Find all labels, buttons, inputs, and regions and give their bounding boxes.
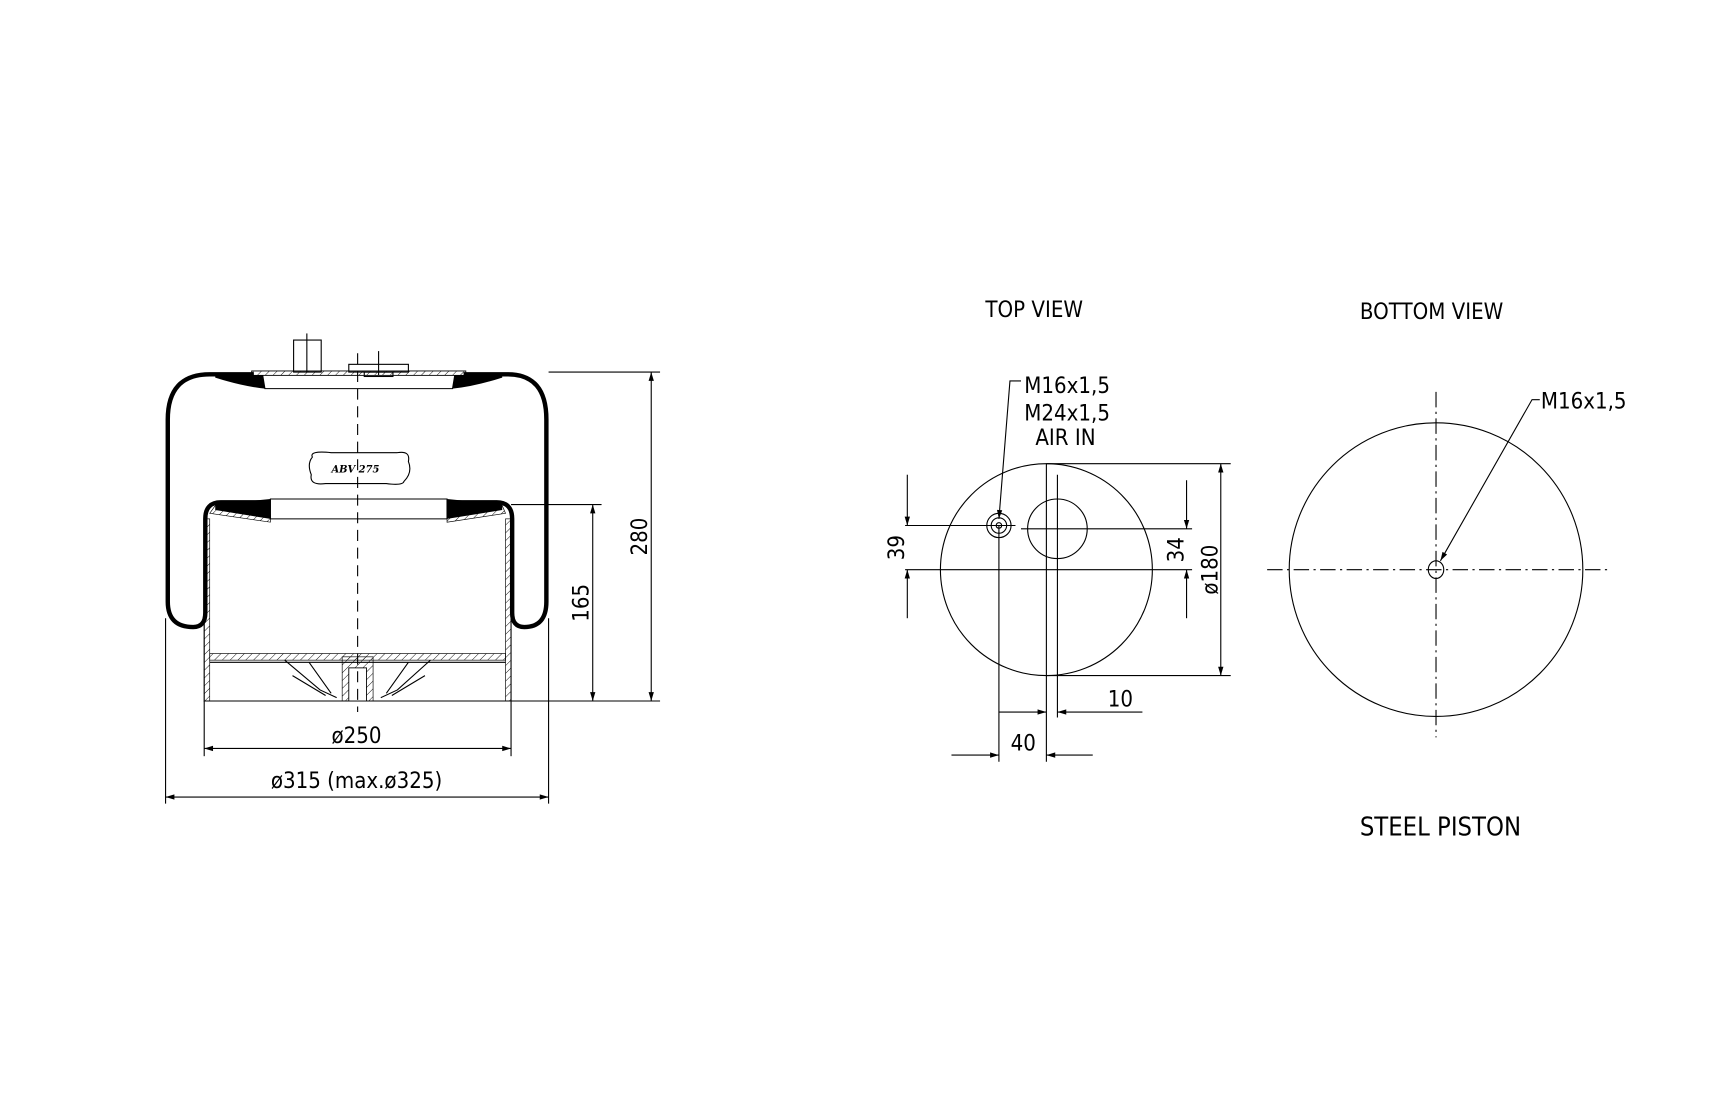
dim-piston-diameter: ø250 — [332, 724, 382, 749]
side-view: ABV 275 280 165 ø250 ø315 (max.ø325) — [165, 333, 661, 804]
thread-m24-label: M24x1,5 — [1024, 402, 1110, 427]
steel-piston-caption: STEEL PISTON — [1360, 812, 1521, 842]
thread-leader — [1439, 399, 1540, 562]
top-view: TOP VIEW 39 34 ø180 10 40 M16x1,5 M24x1,… — [885, 298, 1231, 762]
bellow-outline — [165, 372, 549, 630]
thread-m16-label: M16x1,5 — [1024, 374, 1110, 399]
bottom-view: BOTTOM VIEW M16x1,5 STEEL PISTON — [1267, 300, 1627, 842]
air-in-leader — [996, 380, 1021, 519]
dim-height-165: 165 — [569, 584, 594, 622]
bottom-view-title: BOTTOM VIEW — [1360, 300, 1503, 325]
air-in-label: AIR IN — [1035, 426, 1095, 451]
top-plate — [251, 370, 467, 376]
bead-right — [452, 375, 503, 389]
dim-34: 34 — [1164, 537, 1189, 562]
dim-bellow-diameter: ø315 (max.ø325) — [271, 769, 442, 794]
dim-40: 40 — [1011, 732, 1036, 757]
dim-height-280: 280 — [628, 518, 653, 556]
bottom-thread-label: M16x1,5 — [1541, 389, 1627, 414]
model-stamp: ABV 275 — [330, 465, 379, 476]
top-view-title: TOP VIEW — [984, 298, 1083, 323]
dim-39: 39 — [885, 535, 910, 560]
model-stamp-plate — [308, 451, 411, 485]
dim-10: 10 — [1108, 688, 1133, 713]
dim-180: ø180 — [1198, 545, 1223, 595]
bead-left — [215, 375, 265, 389]
